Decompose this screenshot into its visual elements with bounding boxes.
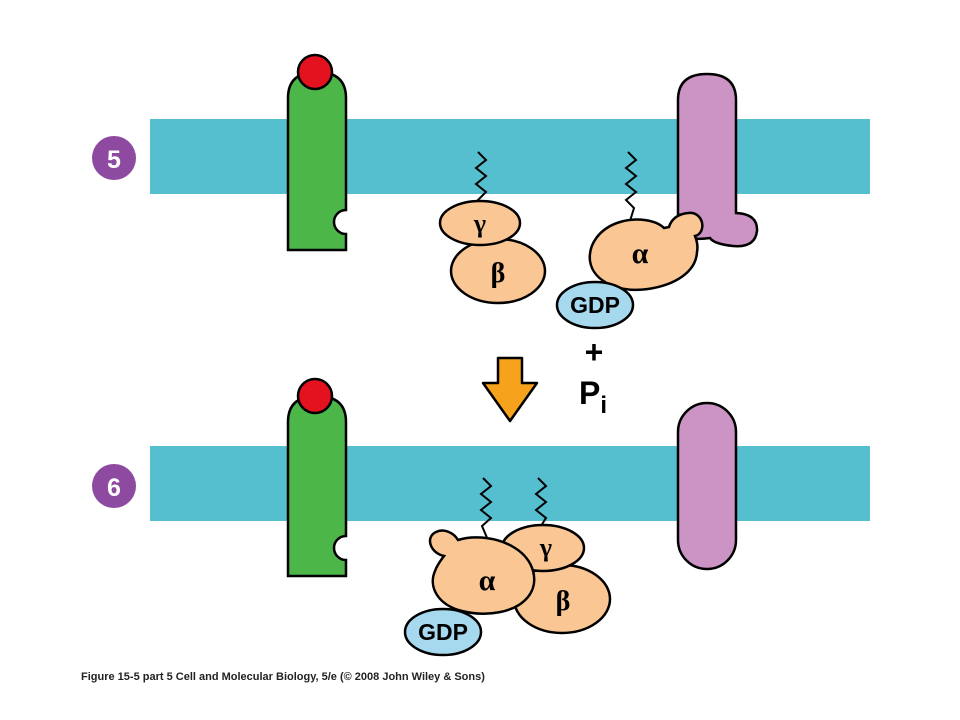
alpha-subunit-bottom bbox=[428, 529, 536, 615]
transition-arrow bbox=[481, 356, 539, 423]
alpha-label-bottom: α bbox=[479, 564, 496, 597]
membrane-bottom bbox=[150, 446, 870, 521]
gdp-bottom bbox=[403, 607, 483, 657]
receptor-top bbox=[286, 70, 348, 252]
gdp-label-bottom: GDP bbox=[418, 619, 468, 645]
panel-step-5: 5 γ β α GDP + Pi bbox=[92, 53, 870, 419]
step-number-5: 5 bbox=[107, 146, 121, 174]
alpha-label-top: α bbox=[632, 237, 649, 270]
beta-label-top: β bbox=[491, 258, 506, 289]
beta-label-bottom: β bbox=[556, 586, 571, 617]
phosphate-subscript: i bbox=[600, 392, 607, 419]
lipid-anchor-alpha bbox=[624, 151, 638, 222]
lipid-anchor-alpha-bottom bbox=[479, 477, 493, 541]
phosphate-label: Pi bbox=[579, 375, 607, 419]
lipid-anchor-gamma bbox=[474, 151, 488, 202]
step-badge-5 bbox=[92, 136, 136, 180]
gamma-label-top: γ bbox=[473, 209, 486, 238]
lipid-anchor-gamma-bottom bbox=[534, 477, 548, 530]
plus-sign: + bbox=[585, 334, 604, 370]
membrane-top bbox=[150, 119, 870, 194]
effector-top bbox=[676, 72, 759, 248]
phosphate-p: P bbox=[579, 375, 600, 411]
gamma-label-bottom: γ bbox=[539, 533, 552, 562]
step-badge-6 bbox=[92, 464, 136, 508]
ligand-top bbox=[296, 53, 334, 91]
figure-caption: Figure 15-5 part 5 Cell and Molecular Bi… bbox=[81, 671, 485, 683]
effector-bottom bbox=[676, 401, 738, 571]
gamma-subunit-top bbox=[438, 199, 522, 247]
ligand-bottom bbox=[296, 377, 334, 415]
alpha-subunit-top bbox=[588, 211, 704, 292]
gdp-top bbox=[555, 280, 635, 330]
gdp-label-top: GDP bbox=[570, 292, 620, 318]
panel-step-6: 6 α γ β GDP bbox=[92, 377, 870, 657]
step-number-6: 6 bbox=[107, 474, 121, 502]
receptor-bottom bbox=[286, 394, 348, 578]
